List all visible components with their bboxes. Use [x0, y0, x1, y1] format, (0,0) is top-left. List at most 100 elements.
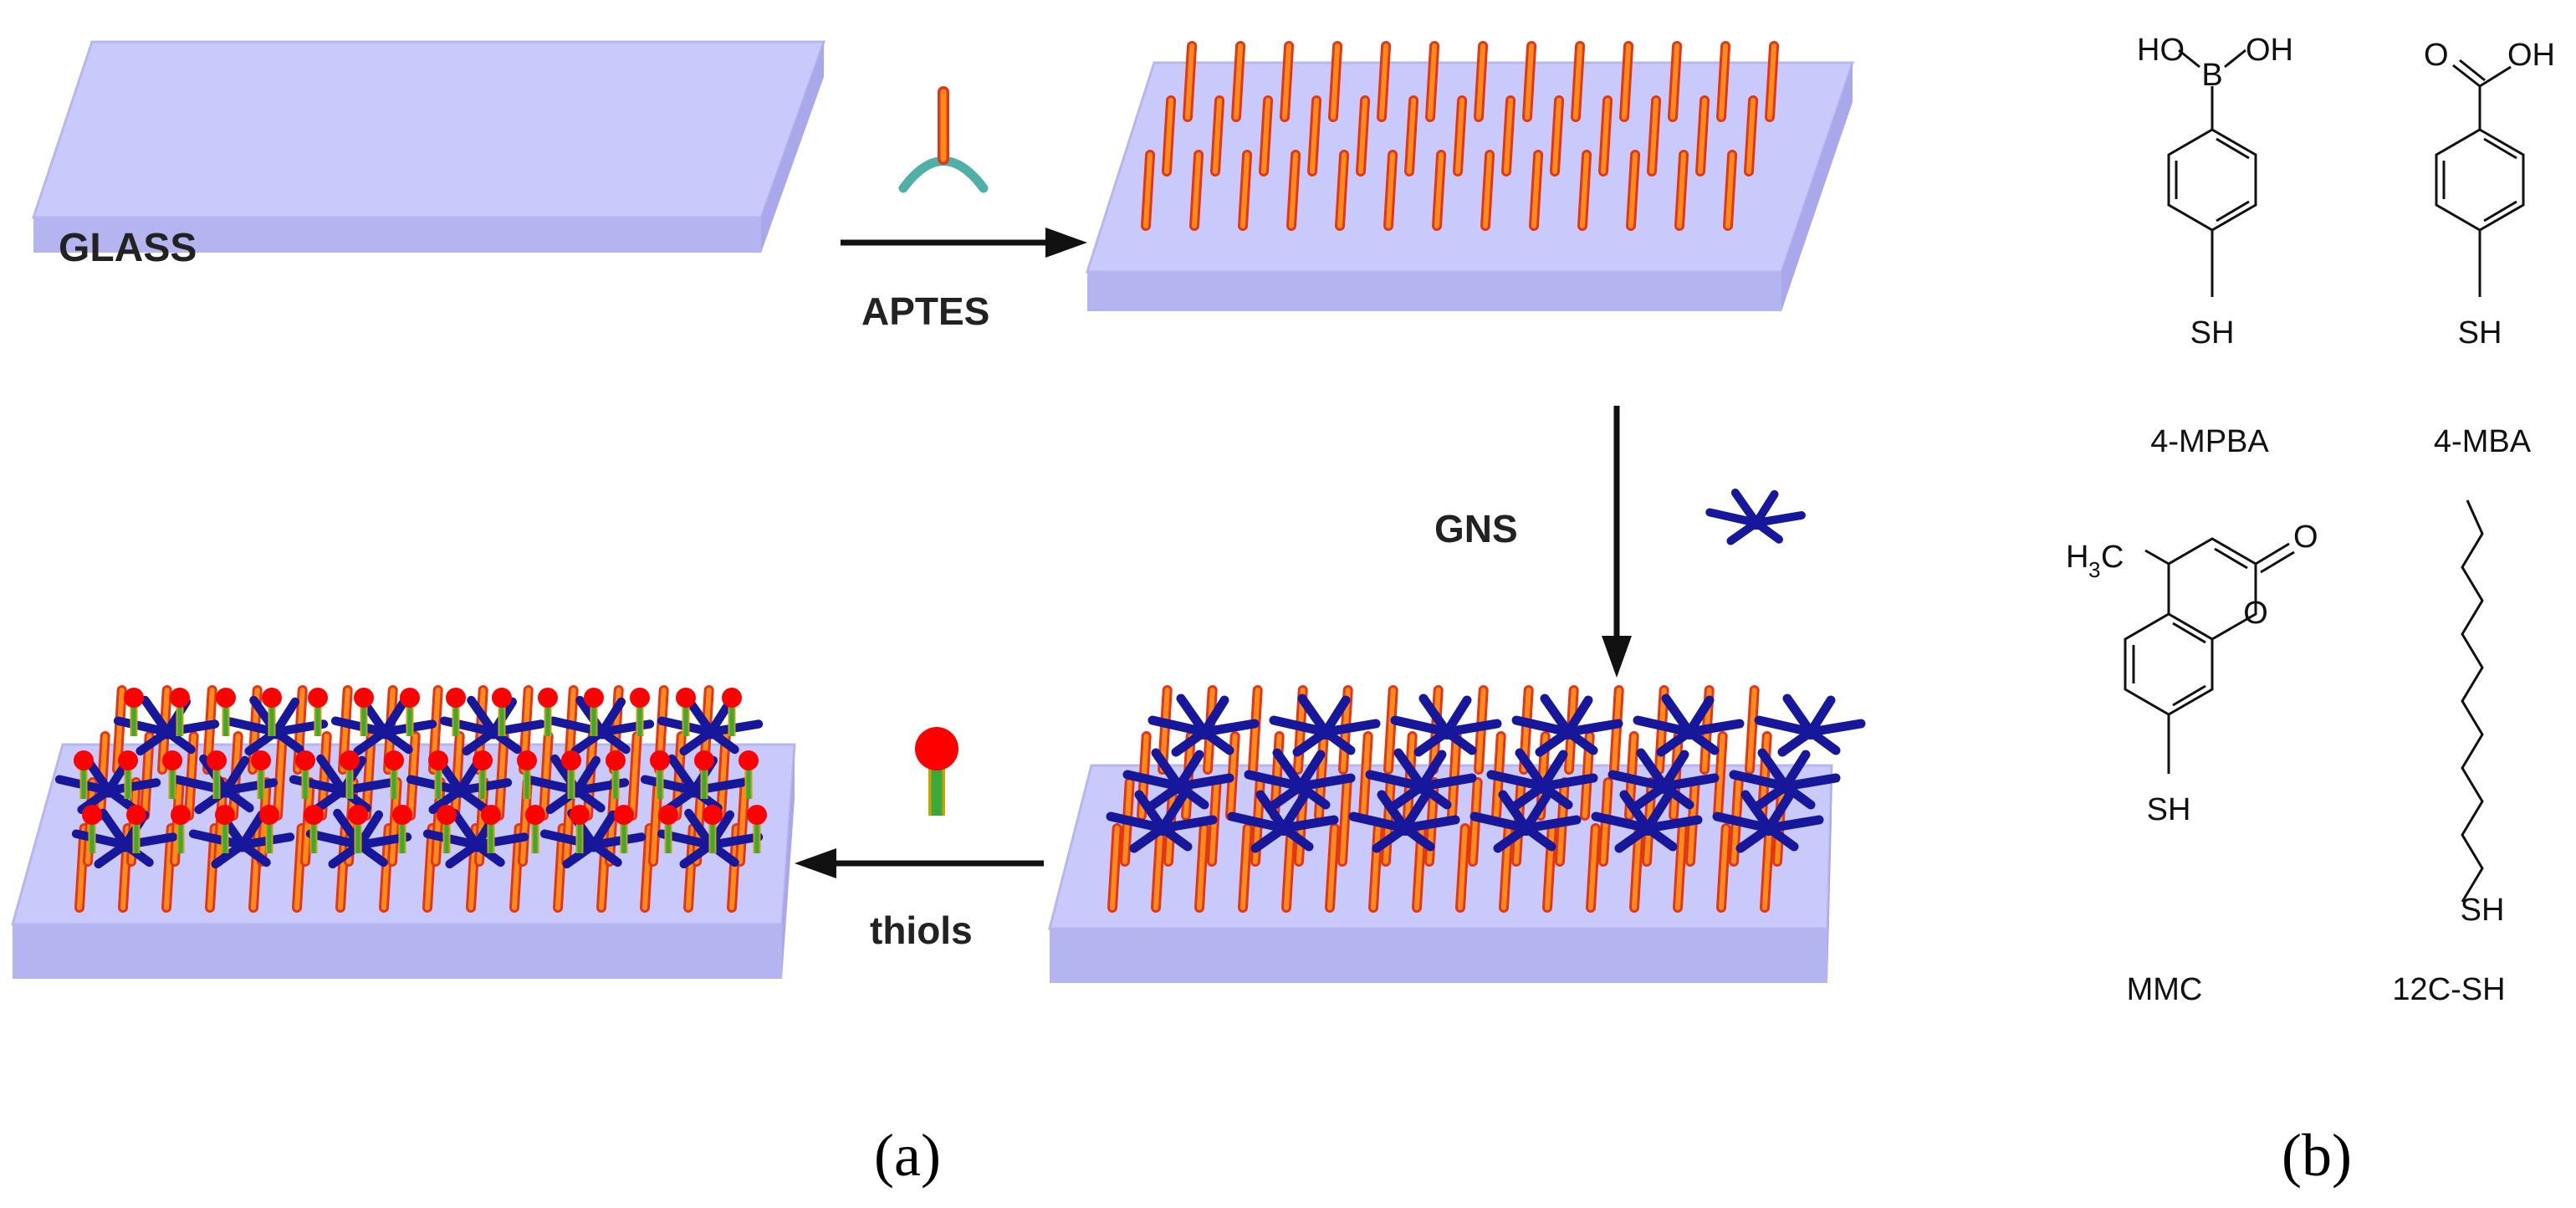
thiol-functionalized-array [54, 685, 767, 913]
aptes-rod [1447, 731, 1462, 821]
aptes-rod [1626, 150, 1641, 231]
gold-nanostar [1729, 748, 1841, 811]
gns-slab [1048, 685, 1866, 983]
arrow-thiols: thiols [795, 727, 1044, 952]
aptes-rod [1522, 41, 1537, 122]
aptes-rod [292, 823, 307, 913]
thiol-molecule [446, 688, 466, 736]
thiol-molecule [392, 805, 412, 853]
thiol-molecule [606, 750, 626, 799]
thiol-molecule [722, 688, 742, 736]
aptes-rod [1501, 95, 1516, 177]
aptes-rod [1238, 150, 1253, 231]
aptes-rod [1647, 95, 1662, 177]
aptes-rod [1432, 150, 1447, 231]
gold-nanostar [1122, 748, 1234, 811]
aptes-rod [1453, 95, 1468, 177]
4mba-o: O [2424, 38, 2449, 73]
mmc-name: MMC [2127, 972, 2203, 1007]
thiol-molecule [304, 805, 324, 853]
gold-nanostar [422, 808, 529, 869]
thiol-molecule [525, 805, 545, 853]
thiol-molecule [747, 805, 767, 853]
thiol-molecule [308, 688, 328, 736]
gold-nanostar [1469, 790, 1582, 853]
molecule-12c-sh: SH 12C-SH [2392, 499, 2506, 1007]
aptes-rod [1713, 731, 1728, 821]
aptes-rod [273, 731, 288, 821]
mmc-c: C [2101, 540, 2124, 575]
thiol-molecule [171, 805, 191, 853]
aptes-rod [1673, 823, 1688, 913]
molecule-4-mpba: HO B OH SH 4-MPBA [2137, 33, 2293, 459]
thiol-molecule [437, 805, 457, 853]
aptes-rod [1425, 41, 1440, 122]
gold-nanostar [1244, 748, 1356, 811]
arrow-gns: GNS [1434, 406, 1806, 678]
aptes-rod [1674, 150, 1689, 231]
gold-nanostar [1591, 790, 1703, 853]
aptes-rod [1455, 823, 1470, 913]
thiol-molecule [739, 750, 759, 799]
gold-nanostar [1365, 748, 1477, 811]
thiol-molecule [340, 750, 360, 799]
gold-nanostar [1754, 694, 1866, 757]
aptes-rod [1328, 41, 1343, 122]
molecule-4-mba: O OH SH 4-MBA [2424, 38, 2555, 459]
aptes-rod [1529, 150, 1544, 231]
aptes-rod [1695, 95, 1710, 177]
aptes-rod [716, 731, 731, 821]
aptes-rod [640, 823, 655, 913]
aptes-rod [539, 731, 554, 821]
gold-nanostar [305, 808, 412, 869]
aptes-rod [1668, 41, 1683, 122]
thiol-molecule-icon [915, 727, 958, 816]
aptes-slab [1085, 41, 1855, 311]
aptes-rod [1629, 823, 1644, 913]
gold-nanostar [1712, 790, 1824, 853]
thiol-molecule [215, 805, 235, 853]
aptes-molecule-icon [898, 156, 989, 193]
aptes-rod [1335, 150, 1350, 231]
aptes-rod [1194, 823, 1209, 913]
12csh-sh: SH [2461, 893, 2505, 928]
4mpba-name: 4-MPBA [2150, 424, 2269, 459]
gold-nanostar [1106, 790, 1218, 853]
thiol-molecule [694, 750, 714, 799]
thiol-molecule [170, 688, 190, 736]
gold-nanostar [330, 695, 437, 756]
mmc-h: H [2066, 540, 2088, 575]
aptes-rod [735, 777, 750, 867]
4mpba-ho: HO [2137, 33, 2185, 68]
thiol-molecule [207, 750, 227, 799]
aptes-rod [1716, 823, 1731, 913]
aptes-rod [627, 731, 642, 821]
aptes-rod [1377, 41, 1392, 122]
aptes-rod [74, 823, 89, 913]
aptes-rod [1280, 41, 1295, 122]
aptes-rod [1356, 95, 1371, 177]
aptes-rod [1474, 41, 1489, 122]
aptes-rod-array [1141, 41, 1780, 231]
aptes-rod [1480, 150, 1495, 231]
aptes-rod [450, 731, 465, 821]
aptes-rod [1744, 95, 1759, 177]
aptes-rod [1162, 95, 1177, 177]
gold-nanostar [1227, 790, 1339, 853]
thiol-molecule [348, 805, 368, 853]
aptes-rod [1716, 41, 1731, 122]
glass-slab: GLASS [31, 40, 826, 270]
mmc-o-carbonyl: O [2293, 520, 2318, 555]
aptes-rod [1404, 95, 1419, 177]
12csh-name: 12C-SH [2392, 972, 2505, 1007]
thiol-molecule [561, 750, 581, 799]
thiol-molecule [384, 750, 404, 799]
panel-a-label: (a) [874, 1122, 941, 1189]
thiol-molecule [259, 805, 279, 853]
aptes-rod [1723, 150, 1738, 231]
thiol-molecule [570, 805, 590, 853]
mmc-sub3: 3 [2088, 557, 2100, 582]
aptes-rod [1189, 150, 1204, 231]
gns-functionalized-array [1106, 685, 1866, 913]
thiol-molecule [216, 688, 236, 736]
